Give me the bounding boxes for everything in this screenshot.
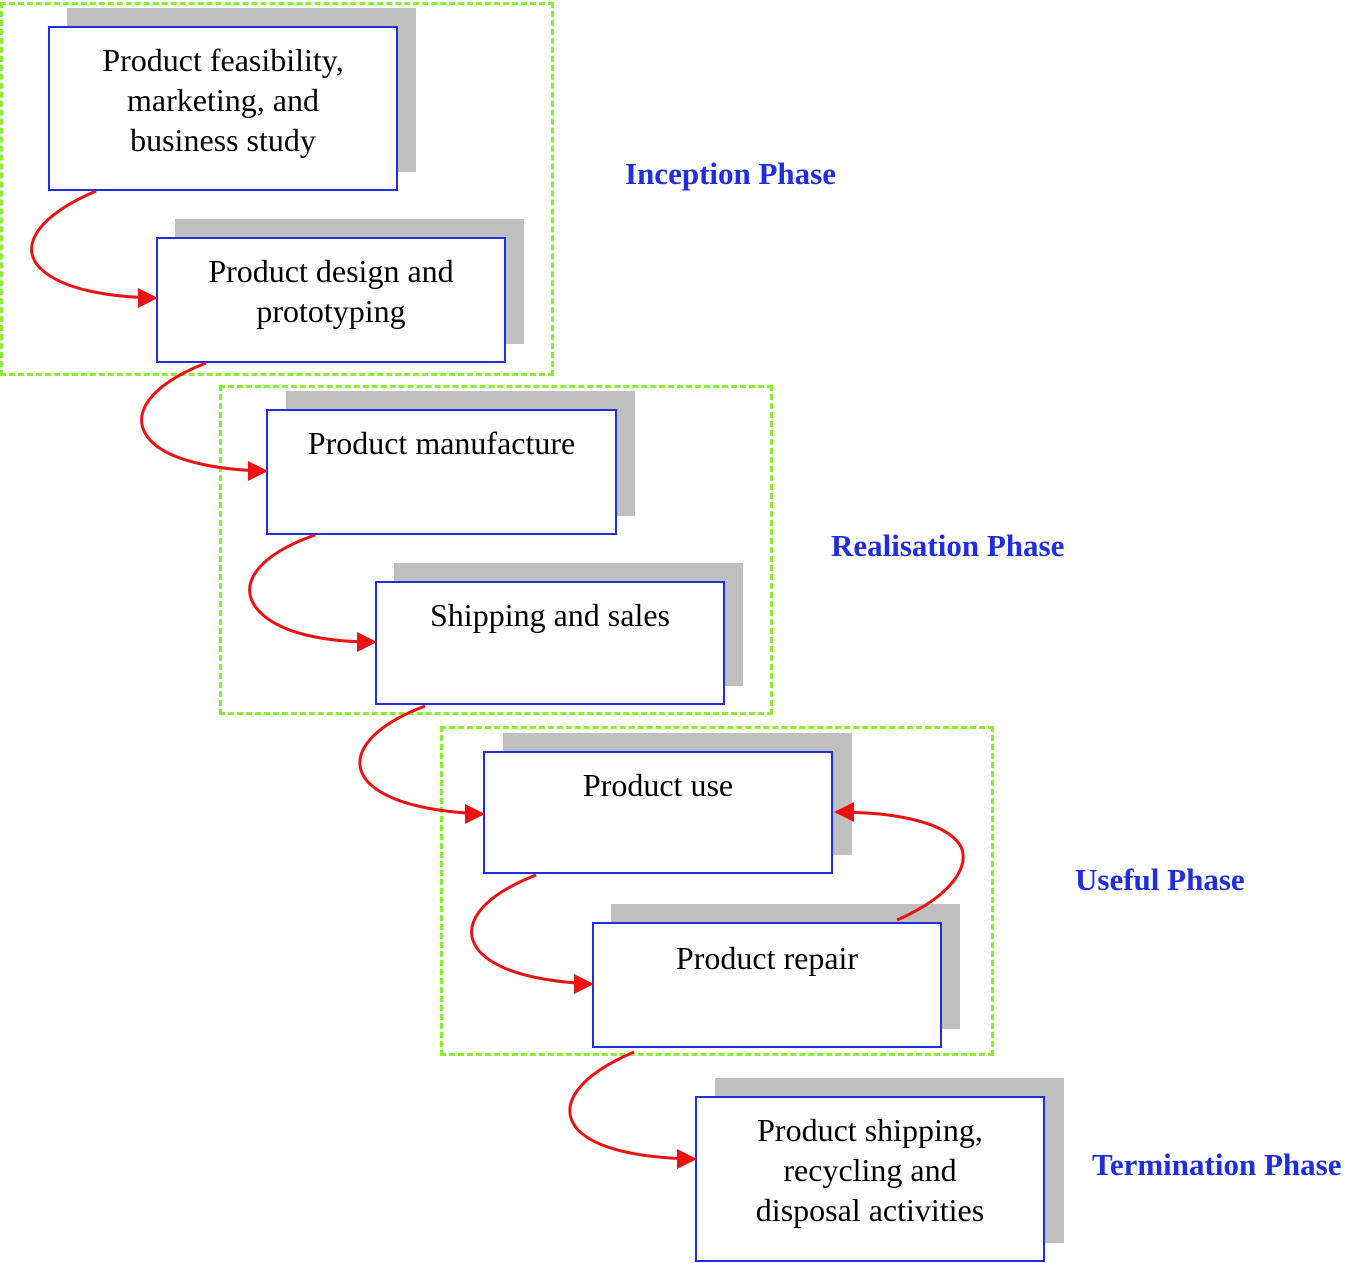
arrow-manufacture-to-shipping	[248, 533, 375, 646]
step-box-design: Product design and prototyping	[156, 237, 506, 363]
arrowhead-repair	[574, 974, 594, 994]
arrowhead-termination	[677, 1149, 697, 1169]
arrowhead-manufacture	[248, 461, 268, 481]
arrow-repair-to-use	[835, 808, 965, 922]
step-label-design: Product design and prototyping	[208, 253, 454, 329]
arrow-design-to-manufacture	[140, 361, 266, 475]
arrowhead-use	[465, 804, 485, 824]
step-box-shipping: Shipping and sales	[375, 581, 725, 705]
step-box-repair: Product repair	[592, 922, 942, 1048]
step-label-manufacture: Product manufacture	[307, 425, 576, 461]
step-label-feasibility: Product feasibility, marketing, and busi…	[102, 42, 344, 158]
arrowhead-use-return	[834, 802, 854, 822]
useful-phase-frame	[440, 726, 994, 1056]
arrow-use-to-repair	[470, 873, 592, 988]
phase-label-realisation: Realisation Phase	[831, 528, 1065, 563]
step-label-shipping: Shipping and sales	[430, 597, 670, 633]
step-label-use: Product use	[582, 767, 734, 803]
phase-label-termination: Termination Phase	[1092, 1147, 1342, 1182]
phase-label-useful: Useful Phase	[1075, 862, 1245, 897]
step-box-feasibility: Product feasibility, marketing, and busi…	[48, 26, 398, 191]
step-box-manufacture: Product manufacture	[266, 409, 617, 535]
step-box-use: Product use	[483, 751, 833, 874]
inception-phase-frame	[0, 2, 554, 376]
arrow-repair-to-termination	[568, 1050, 695, 1163]
arrow-feasibility-to-design	[30, 189, 156, 302]
phase-label-inception: Inception Phase	[625, 156, 836, 191]
step-label-termination: Product shipping, recycling and disposal…	[755, 1112, 985, 1228]
arrowheads	[138, 288, 854, 1169]
step-label-repair: Product repair	[675, 940, 859, 976]
arrow-shipping-to-use	[358, 704, 483, 818]
arrowhead-shipping	[357, 632, 377, 652]
arrowhead-design	[138, 288, 158, 308]
step-box-termination: Product shipping, recycling and disposal…	[695, 1096, 1045, 1262]
realisation-phase-frame	[219, 385, 773, 715]
